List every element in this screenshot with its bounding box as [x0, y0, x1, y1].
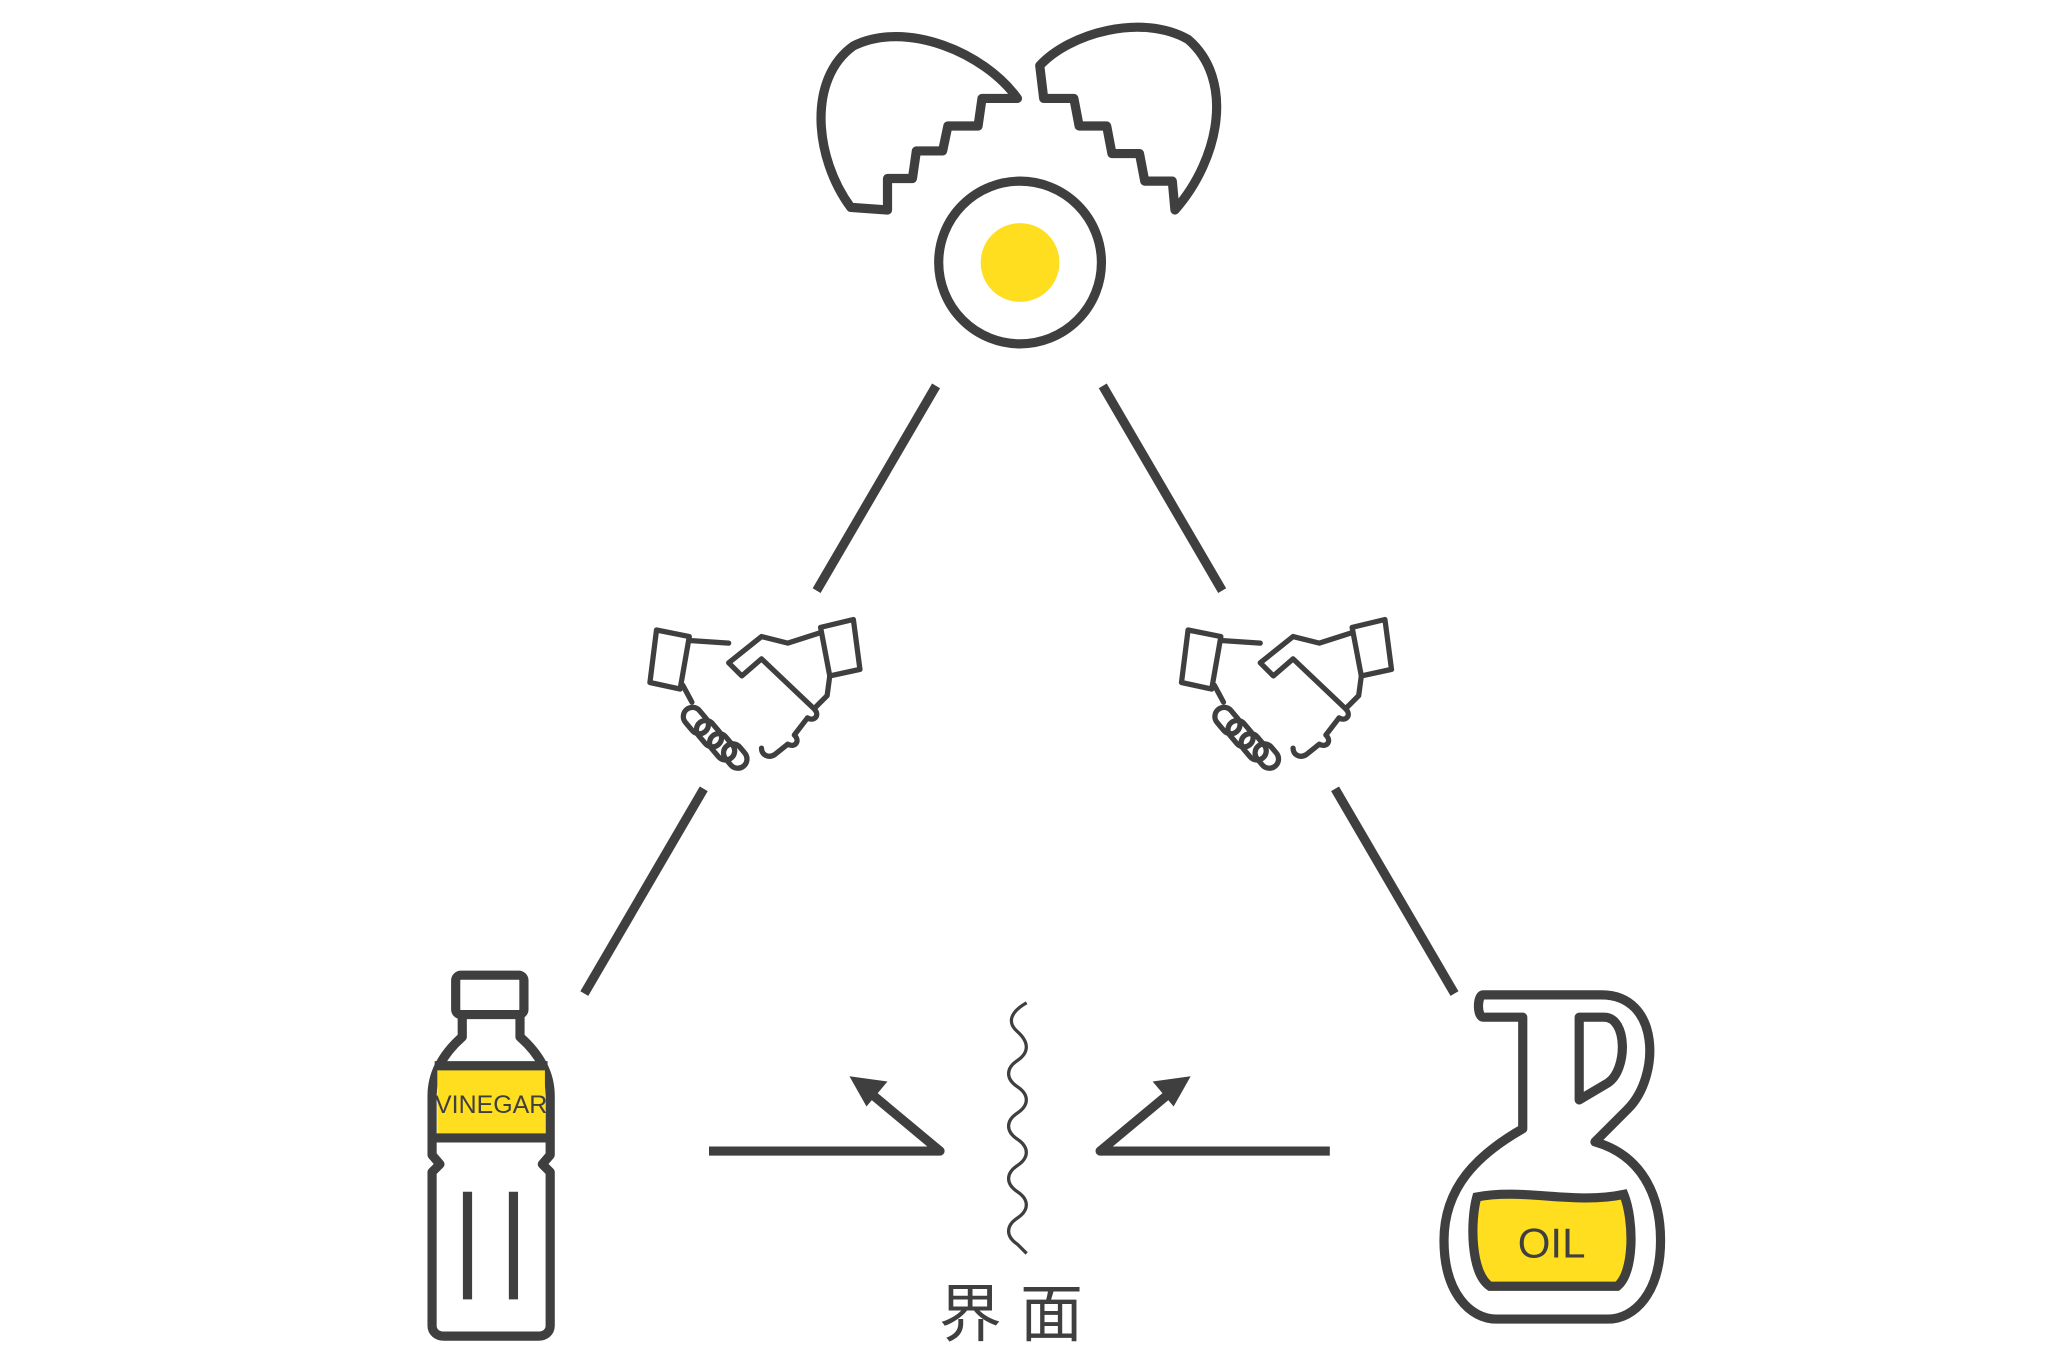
connector-lines	[580, 383, 1459, 996]
oil-jug-icon: OIL	[1439, 990, 1666, 1324]
arrow-right-icon	[1095, 1076, 1330, 1156]
line-oil	[1331, 786, 1459, 996]
vinegar-label: VINEGAR	[435, 1091, 547, 1119]
arrow-left-icon	[709, 1076, 945, 1156]
handshake-icon	[1182, 620, 1392, 772]
line-egg-right	[1098, 383, 1227, 593]
interface-label: 界面	[939, 1280, 1102, 1350]
handshake-icon	[647, 616, 863, 771]
line-egg-left	[812, 383, 941, 593]
oil-label: OIL	[1518, 1219, 1586, 1266]
wavy-interface-icon	[1006, 1001, 1028, 1255]
cracked-egg-icon	[816, 22, 1222, 349]
vinegar-bottle-icon: VINEGAR	[427, 970, 555, 1341]
line-vinegar	[580, 786, 708, 996]
